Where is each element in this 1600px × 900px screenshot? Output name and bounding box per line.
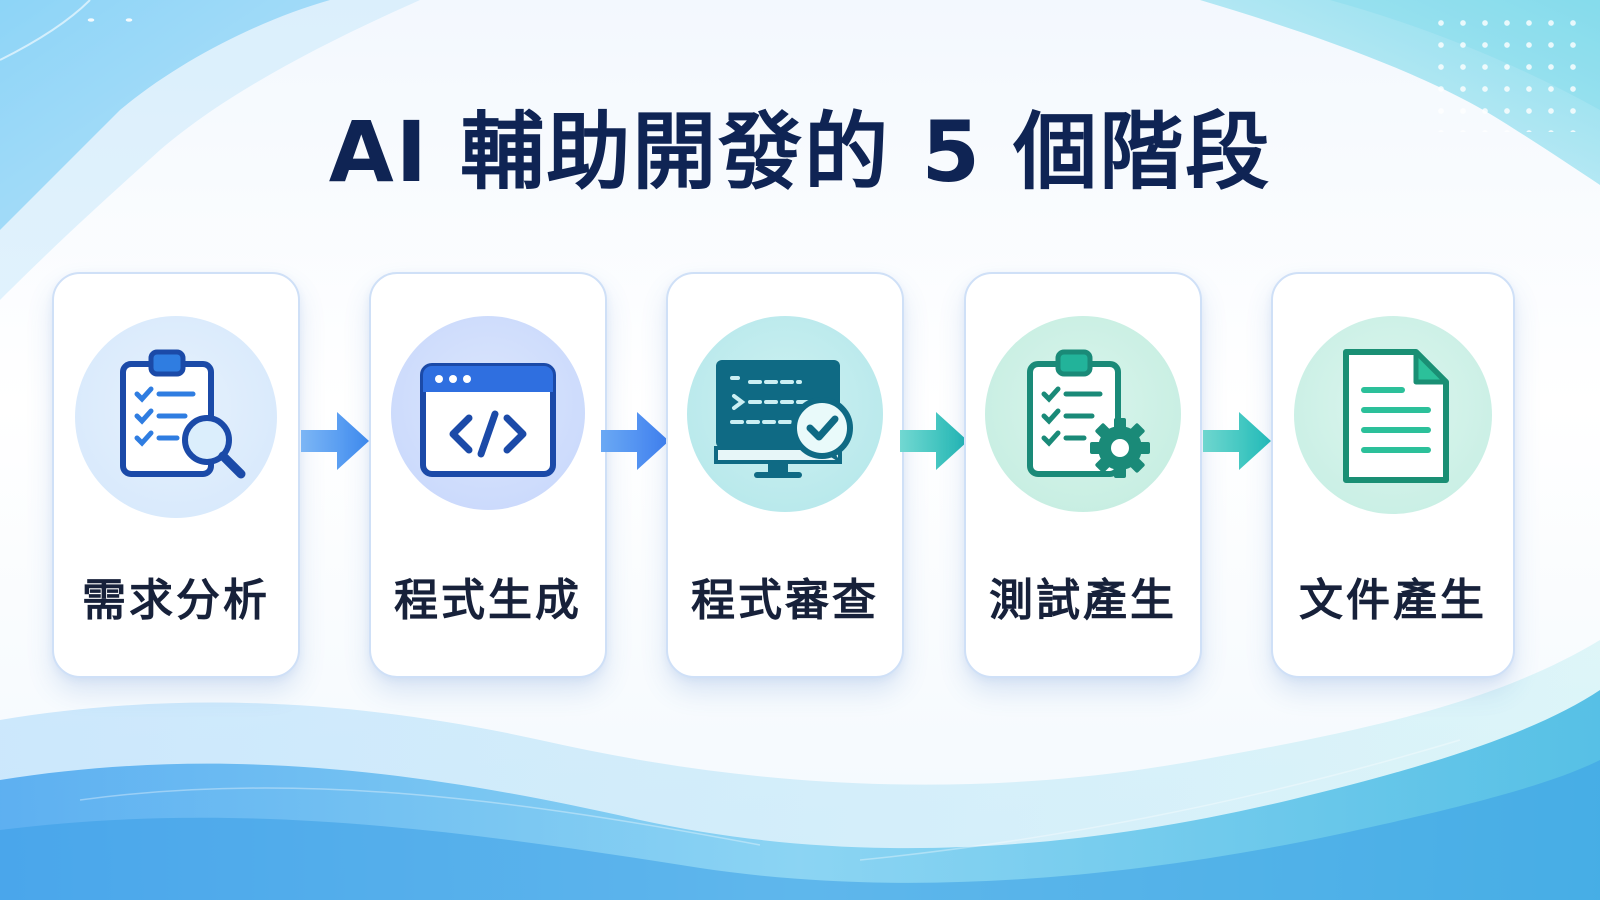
stage-label: 程式審查 bbox=[691, 575, 879, 626]
document-icon bbox=[1343, 349, 1449, 483]
clipboard-gear-icon bbox=[1027, 349, 1150, 478]
dot-pattern bbox=[1430, 12, 1590, 132]
stage-label: 文件產生 bbox=[1299, 575, 1487, 626]
arrow-right-icon bbox=[1203, 412, 1271, 470]
code-window-icon bbox=[420, 363, 556, 477]
stage-card-code-generation: 程式生成 bbox=[369, 272, 607, 678]
arrow-right-icon bbox=[601, 412, 669, 470]
stage-card-test-generation: 測試產生 bbox=[964, 272, 1202, 678]
arrow-right-icon bbox=[900, 412, 968, 470]
page-title: AI 輔助開發的 5 個階段 bbox=[328, 103, 1272, 201]
stage-card-requirements: 需求分析 bbox=[52, 272, 300, 678]
sparkle-dots bbox=[72, 10, 152, 30]
code-review-monitor-icon bbox=[714, 360, 853, 478]
clipboard-search-icon bbox=[120, 349, 246, 479]
stage-label: 程式生成 bbox=[394, 575, 582, 626]
stage-card-documentation: 文件產生 bbox=[1271, 272, 1515, 678]
stage-label: 需求分析 bbox=[82, 575, 270, 626]
stage-label: 測試產生 bbox=[989, 575, 1177, 626]
stage-card-code-review: 程式審查 bbox=[666, 272, 904, 678]
arrow-right-icon bbox=[301, 412, 369, 470]
